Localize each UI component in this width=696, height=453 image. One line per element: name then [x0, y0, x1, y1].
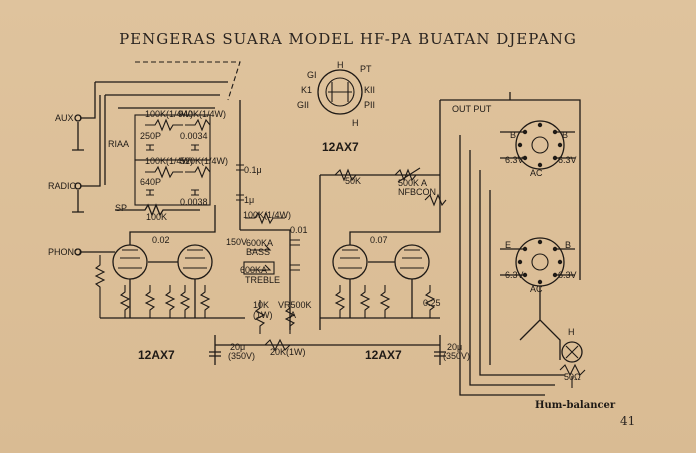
- socket2-ac-label: AC: [530, 284, 543, 294]
- pin-h-bottom-label: H: [352, 118, 359, 128]
- c-01-label: 0.1μ: [244, 165, 262, 175]
- phono-label: PHONO: [48, 247, 82, 257]
- socket1-63v-a-label: 6.3V: [505, 155, 524, 165]
- riaa-label: RIAA: [108, 139, 130, 149]
- r-500k-nfb-label: 500K A: [398, 178, 428, 188]
- r-940k-label: 940K(1/4W): [178, 109, 227, 119]
- 12ax7-pinout-icon: [317, 69, 363, 115]
- socket2-63v-a-label: 6.3V: [505, 270, 524, 280]
- c-20u-1-label: 20μ: [230, 342, 246, 352]
- socket2-b-label: B: [565, 240, 572, 250]
- r-600k-bass-label: 600KA: [246, 238, 274, 248]
- c-1u-label: 1μ: [244, 195, 255, 205]
- aux-jack-icon: [74, 114, 82, 122]
- sp-label: SP: [115, 203, 128, 213]
- socket1-b2-label: B: [562, 130, 569, 140]
- socket1-ac-label: AC: [530, 168, 543, 178]
- r-520k-label: 520K(1/4W): [180, 156, 229, 166]
- page-number: 41: [620, 414, 636, 428]
- bass-label: BASS: [246, 247, 271, 257]
- c-0038-label: 0.0038: [180, 197, 208, 207]
- aux-label: AUX: [55, 113, 74, 123]
- r-50k-label: 50K: [345, 176, 362, 186]
- r-10k-watt-label: (1W): [253, 310, 273, 320]
- c-350v-2-label: (350V): [443, 351, 471, 361]
- pilot-lamp-icon: [561, 341, 583, 363]
- hum-h-label: H: [568, 327, 575, 337]
- pin-h-top-label: H: [337, 60, 344, 70]
- vr-500k-label: VR500K: [278, 300, 312, 310]
- c-002-label: 0.02: [152, 235, 170, 245]
- r-20k-label: 20K(1W): [270, 347, 306, 357]
- r-100k-2-label: 100K(1/4W): [145, 156, 194, 166]
- radio-label: RADIO: [48, 181, 77, 191]
- r-50-label: 50Ω: [564, 372, 581, 382]
- c-640p-label: 640P: [140, 177, 162, 187]
- vr-a-label: A: [290, 310, 297, 320]
- socket2-e-label: E: [505, 240, 512, 250]
- tube-right-label: 12AX7: [365, 348, 402, 362]
- r-100k-1-label: 100K(1/4W): [145, 109, 194, 119]
- hum-balancer-label: Hum-balancer: [535, 400, 616, 411]
- socket1-b-label: B: [510, 130, 517, 140]
- r-600k-treble-label: 600KA: [240, 265, 268, 275]
- r-10k-label: 10K: [253, 300, 270, 310]
- c-20u-2-label: 20μ: [447, 342, 463, 352]
- c-007-label: 0.07: [370, 235, 388, 245]
- output-label: OUT PUT: [452, 104, 492, 114]
- nfb-label: NFBCON: [398, 187, 436, 197]
- page-title: PENGERAS SUARA MODEL HF-PA BUATAN DJEPAN…: [119, 30, 577, 48]
- output-tube-socket-icon: [515, 120, 565, 170]
- pin-k1-label: K1: [301, 85, 313, 95]
- c-001-label: 0.01: [290, 225, 308, 235]
- c-250p-label: 250P: [140, 131, 162, 141]
- c-350v-1-label: (350V): [228, 351, 256, 361]
- pin-gii-label: GII: [297, 100, 310, 110]
- pin-gi-label: GI: [307, 70, 317, 80]
- treble-label: TREBLE: [245, 275, 281, 285]
- pin-pii-label: PII: [364, 100, 376, 110]
- r-100k-4-label: 100K(1/4W): [243, 210, 292, 220]
- c-0034-label: 0.0034: [180, 131, 208, 141]
- tube-pinout-label: 12AX7: [322, 140, 359, 154]
- socket2-63v-b-label: 6.3V: [558, 270, 577, 280]
- c-150v-label: 150V: [226, 237, 248, 247]
- c-025-label: 0.25: [423, 298, 441, 308]
- pin-p-top-label: PT: [360, 64, 372, 74]
- r-100k-3-label: 100K: [146, 212, 168, 222]
- pin-kii-label: KII: [364, 85, 376, 95]
- socket1-63v-b-label: 6.3V: [558, 155, 577, 165]
- tube-left-label: 12AX7: [138, 348, 175, 362]
